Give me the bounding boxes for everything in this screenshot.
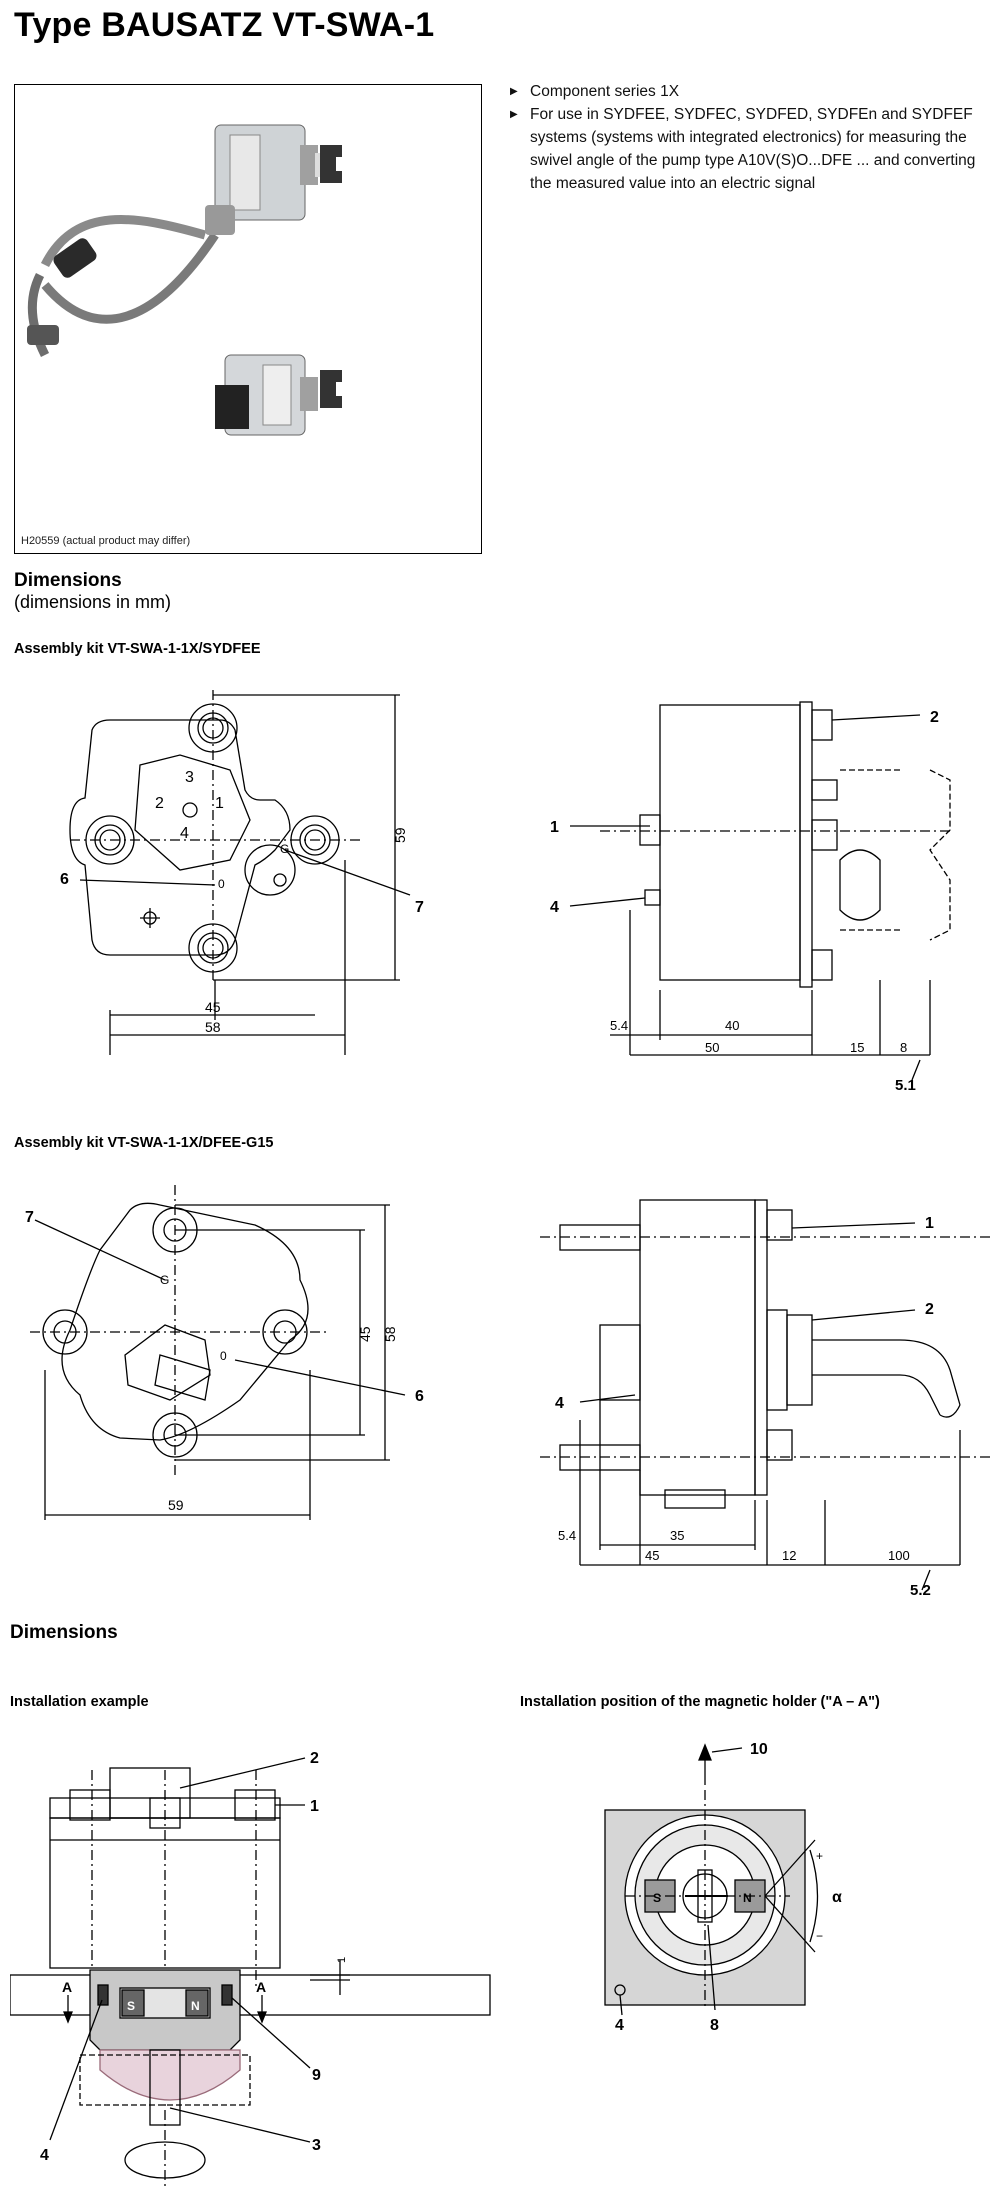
installation-example-drawing: 2 1 A A S N 1 9 4 3: [10, 1750, 491, 2190]
product-photo-illustration: [27, 124, 342, 436]
feature-item: For use in SYDFEE, SYDFEC, SYDFED, SYDFE…: [508, 103, 988, 195]
feature-item: Component series 1X: [508, 80, 988, 103]
kit1-pin-2: 2: [155, 795, 164, 812]
magnet-pole-n: N: [743, 1891, 752, 1905]
kit1-side-dim-15: 15: [850, 1040, 864, 1055]
install-callout-4: 4: [40, 2147, 49, 2164]
kit1-dim-58: 58: [205, 1019, 221, 1035]
magnet-callout-10: 10: [750, 1741, 768, 1758]
install-section-a-left: A: [62, 1979, 72, 1995]
kit1-marker-g: G: [280, 842, 289, 856]
feature-list: Component series 1X For use in SYDFEE, S…: [508, 80, 988, 195]
install-callout-9: 9: [312, 2067, 321, 2084]
install-section-a-right: A: [256, 1979, 266, 1995]
kit1-side-callout-2: 2: [930, 709, 939, 726]
dimensions-subheading: (dimensions in mm): [14, 592, 172, 612]
dimensions-heading: Dimensions: [14, 570, 122, 591]
magnet-minus: −: [816, 1929, 823, 1943]
kit1-side-callout-4: 4: [550, 899, 559, 916]
kit1-heading: Assembly kit VT-SWA-1-1X/SYDFEE: [14, 641, 261, 657]
kit2-side-callout-1: 1: [925, 1215, 934, 1232]
install-callout-1: 1: [310, 1798, 319, 1815]
kit2-marker-0: 0: [220, 1349, 227, 1363]
photo-caption: H20559 (actual product may differ): [21, 535, 191, 547]
install-callout-2: 2: [310, 1750, 319, 1767]
magnet-callout-4: 4: [615, 2017, 624, 2034]
kit1-side-drawing: 2 1 4 5.4 40 50 15 8 5.1: [550, 701, 951, 1094]
magnet-angle-alpha: α: [832, 1889, 842, 1906]
kit2-side-dim-100: 100: [888, 1548, 910, 1563]
page-title: Type BAUSATZ VT-SWA-1: [14, 6, 435, 44]
installation-example-heading: Installation example: [10, 1694, 149, 1710]
magnet-pole-s: S: [653, 1891, 661, 1905]
kit2-side-dim-5-4: 5.4: [558, 1528, 576, 1543]
kit1-dim-45: 45: [205, 999, 221, 1015]
kit2-side-dim-35: 35: [670, 1528, 684, 1543]
kit1-callout-7: 7: [415, 899, 424, 916]
magnetic-holder-heading: Installation position of the magnetic ho…: [520, 1694, 880, 1710]
kit2-side-dim-12: 12: [782, 1548, 796, 1563]
kit2-front-drawing: 7 G 0 6 45 58 59: [25, 1185, 424, 1520]
kit2-side-callout-5-2: 5.2: [910, 1582, 931, 1599]
kit1-pin-3: 3: [185, 769, 194, 786]
install-magnet-s: S: [127, 1999, 135, 2013]
kit1-callout-6: 6: [60, 871, 69, 888]
kit2-side-callout-2: 2: [925, 1301, 934, 1318]
kit2-dim-58: 58: [382, 1326, 398, 1342]
kit1-side-callout-1: 1: [550, 819, 559, 836]
install-callout-3: 3: [312, 2137, 321, 2154]
install-magnet-n: N: [191, 1999, 200, 2013]
install-dim-1: 1: [336, 1957, 348, 1963]
kit1-marker-0: 0: [218, 877, 225, 891]
kit1-front-drawing: 3 2 1 4 G 0 6 7 59 45 58: [60, 690, 424, 1055]
kit2-side-drawing: 1 2 4 5.4 35 45 12 100 5.2: [540, 1199, 990, 1599]
magnetic-holder-drawing: 10 S N + − α 4 8: [604, 1741, 842, 2034]
kit1-pin-1: 1: [215, 795, 224, 812]
kit2-side-dim-45: 45: [645, 1548, 659, 1563]
kit2-callout-7: 7: [25, 1209, 34, 1226]
kit1-side-callout-5-1: 5.1: [895, 1077, 916, 1094]
kit2-dim-45: 45: [357, 1326, 373, 1342]
kit2-side-callout-4: 4: [555, 1395, 564, 1412]
kit1-pin-4: 4: [180, 825, 189, 842]
kit2-dim-59: 59: [168, 1497, 184, 1513]
magnet-callout-8: 8: [710, 2017, 719, 2034]
kit1-side-dim-40: 40: [725, 1018, 739, 1033]
kit1-dim-59: 59: [392, 827, 408, 843]
kit1-side-dim-5-4: 5.4: [610, 1018, 628, 1033]
product-photo: H20559 (actual product may differ): [14, 84, 482, 554]
kit1-side-dim-8: 8: [900, 1040, 907, 1055]
dimensions-heading-2: Dimensions: [10, 1622, 118, 1643]
kit2-heading: Assembly kit VT-SWA-1-1X/DFEE-G15: [14, 1135, 274, 1151]
kit2-callout-6: 6: [415, 1388, 424, 1405]
magnet-plus: +: [816, 1849, 823, 1863]
kit2-marker-g: G: [160, 1273, 169, 1287]
kit1-side-dim-50: 50: [705, 1040, 719, 1055]
